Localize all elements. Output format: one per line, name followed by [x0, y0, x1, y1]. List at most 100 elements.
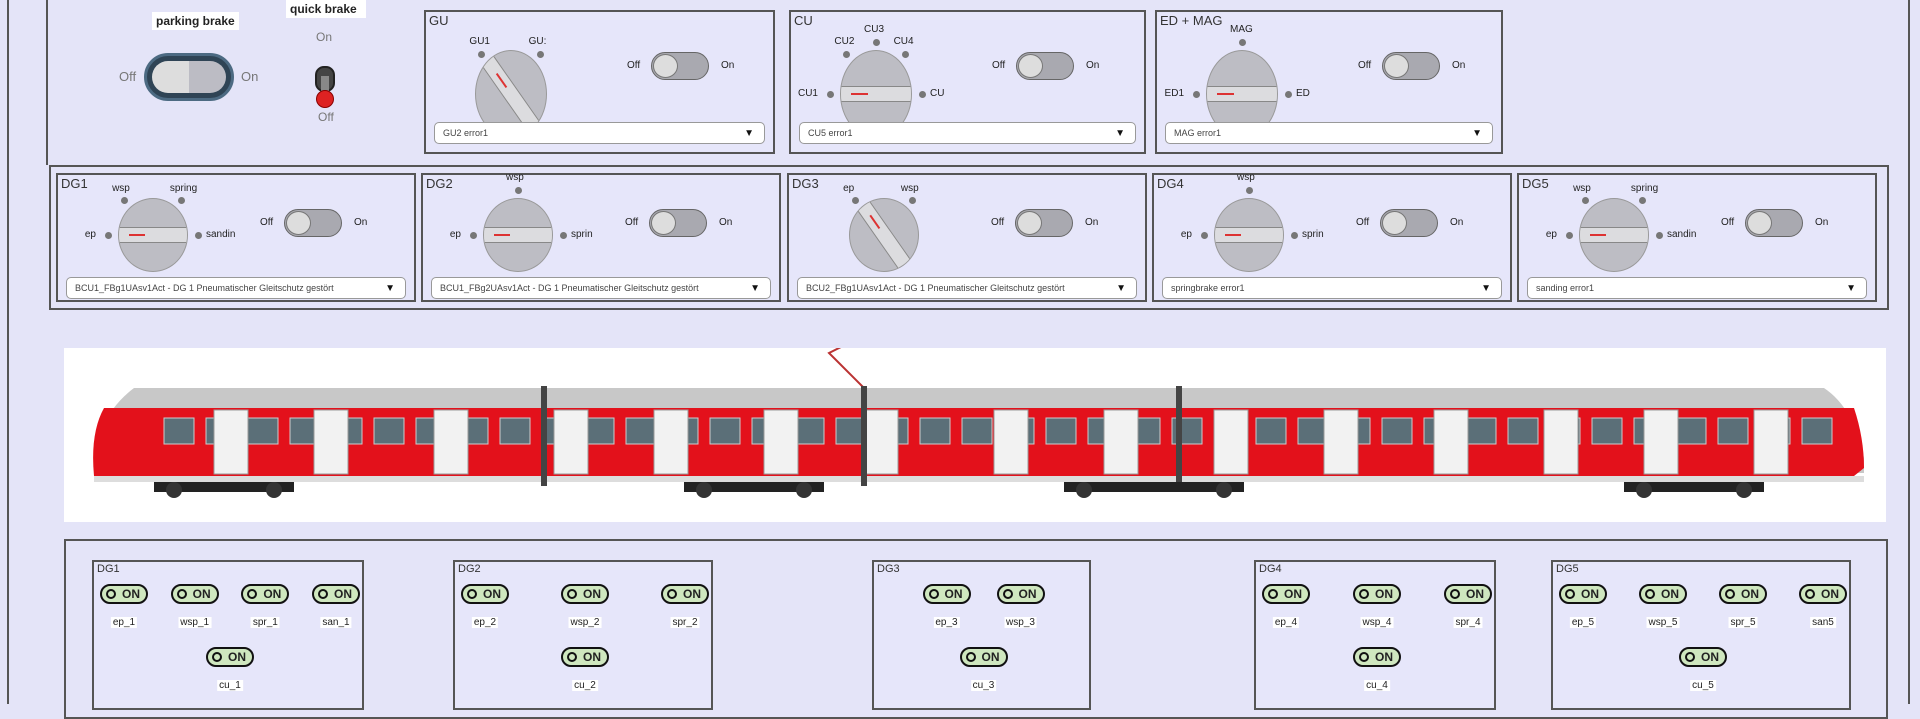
status-indicator-cu_1: ON [206, 647, 254, 667]
rotary-selector[interactable] [483, 198, 553, 272]
train-window [1717, 417, 1749, 445]
status-indicator-spr_1: ON [241, 584, 290, 604]
bogie [684, 482, 824, 492]
position-dot[interactable] [1581, 197, 1589, 205]
position-dot[interactable] [514, 186, 522, 194]
toggle-thumb [1384, 54, 1409, 78]
position-dot[interactable] [469, 231, 477, 239]
position-dot[interactable] [1284, 90, 1292, 98]
position-label: wsp [1573, 182, 1591, 194]
error-dropdown[interactable]: BCU2_FBg1UAsv1Act - DG 1 Pneumatischer G… [797, 277, 1137, 299]
dropdown-value: sanding error1 [1536, 283, 1595, 293]
rotary-selector[interactable] [849, 198, 919, 272]
error-dropdown[interactable]: springbrake error1▼ [1162, 277, 1502, 299]
error-dropdown[interactable]: BCU1_FBg2UAsv1Act - DG 1 Pneumatischer G… [431, 277, 771, 299]
quick-brake-on-label: On [316, 30, 333, 44]
position-dot[interactable] [851, 197, 859, 205]
position-label: wsp [1237, 172, 1255, 183]
indicator-label: wsp_5 [1646, 617, 1680, 628]
error-dropdown[interactable]: sanding error1▼ [1527, 277, 1867, 299]
indicator-label: cu_4 [1364, 680, 1390, 691]
position-dot[interactable] [1290, 231, 1298, 239]
left-border [7, 0, 9, 704]
indicator-label: san_1 [320, 617, 352, 628]
enable-toggle[interactable] [1380, 209, 1438, 237]
position-dot[interactable] [902, 50, 910, 58]
position-label: sandin [206, 229, 236, 240]
enable-toggle[interactable] [1382, 52, 1440, 80]
position-dot[interactable] [1238, 38, 1246, 46]
indicator-label: wsp_4 [1360, 617, 1394, 628]
position-dot[interactable] [1192, 90, 1200, 98]
left-inner-border [46, 0, 48, 165]
selector-bar [1207, 86, 1277, 102]
train-door [1643, 409, 1679, 475]
rotary-selector[interactable] [1214, 198, 1284, 272]
status-indicator-ep_5: ON [1559, 584, 1607, 604]
position-dot[interactable] [120, 197, 128, 205]
train-window [163, 417, 195, 445]
rotary-selector[interactable] [1579, 198, 1649, 272]
position-dot[interactable] [104, 231, 112, 239]
error-dropdown[interactable]: BCU1_FBg1UAsv1Act - DG 1 Pneumatischer G… [66, 277, 406, 299]
error-dropdown[interactable]: CU5 error1▼ [799, 122, 1136, 144]
wheel [796, 482, 812, 498]
status-indicator-wsp_5: ON [1639, 584, 1687, 604]
enable-toggle[interactable] [1745, 209, 1803, 237]
position-dot[interactable] [1655, 231, 1663, 239]
enable-toggle[interactable] [1016, 52, 1074, 80]
position-dot[interactable] [1639, 197, 1647, 205]
parking-brake-switch[interactable] [144, 53, 234, 101]
indicator-label: ep_1 [110, 617, 138, 628]
rotary-selector[interactable] [118, 198, 188, 272]
enable-toggle[interactable] [1015, 209, 1073, 237]
indicator-label: spr_2 [670, 617, 700, 628]
position-dot[interactable] [842, 50, 850, 58]
status-indicator-cu_5: ON [1679, 647, 1727, 667]
position-dot[interactable] [909, 197, 917, 205]
train-door [1753, 409, 1789, 475]
panel-title: DG4 [1157, 176, 1184, 191]
position-dot[interactable] [559, 231, 567, 239]
bogie [1064, 482, 1244, 492]
chevron-down-icon: ▼ [1472, 128, 1482, 139]
train-door [763, 409, 799, 475]
position-dot[interactable] [194, 231, 202, 239]
position-dot[interactable] [477, 50, 485, 58]
position-dot[interactable] [872, 38, 880, 46]
position-label: CU [930, 88, 945, 99]
position-dot[interactable] [537, 50, 545, 58]
train-window [499, 417, 531, 445]
panel-title: GU [429, 13, 449, 28]
panel-title: DG1 [97, 563, 120, 575]
position-dot[interactable] [1245, 186, 1253, 194]
enable-toggle[interactable] [649, 209, 707, 237]
car-joint [541, 386, 547, 486]
toggle-off-label: Off [627, 60, 641, 71]
selector-marker [1224, 234, 1241, 236]
train-window [793, 417, 825, 445]
train-window [625, 417, 657, 445]
train-skirt [94, 476, 1864, 482]
toggle-off-label: Off [992, 60, 1006, 71]
position-label: ED [1296, 88, 1310, 99]
toggle-on-label: On [1085, 217, 1099, 228]
position-dot[interactable] [1565, 231, 1573, 239]
enable-toggle[interactable] [651, 52, 709, 80]
indicator-label: spr_5 [1728, 617, 1758, 628]
position-dot[interactable] [1200, 231, 1208, 239]
toggle-on-label: On [1450, 217, 1464, 228]
position-dot[interactable] [178, 197, 186, 205]
status-indicator-wsp_2: ON [561, 584, 609, 604]
enable-toggle[interactable] [284, 209, 342, 237]
position-dot[interactable] [826, 90, 834, 98]
position-dot[interactable] [918, 90, 926, 98]
right-border [1908, 0, 1910, 704]
error-dropdown[interactable]: GU2 error1▼ [434, 122, 765, 144]
error-dropdown[interactable]: MAG error1▼ [1165, 122, 1493, 144]
train-door [1543, 409, 1579, 475]
toggle-on-label: On [1086, 60, 1100, 71]
quick-brake-toggle[interactable] [314, 66, 336, 112]
